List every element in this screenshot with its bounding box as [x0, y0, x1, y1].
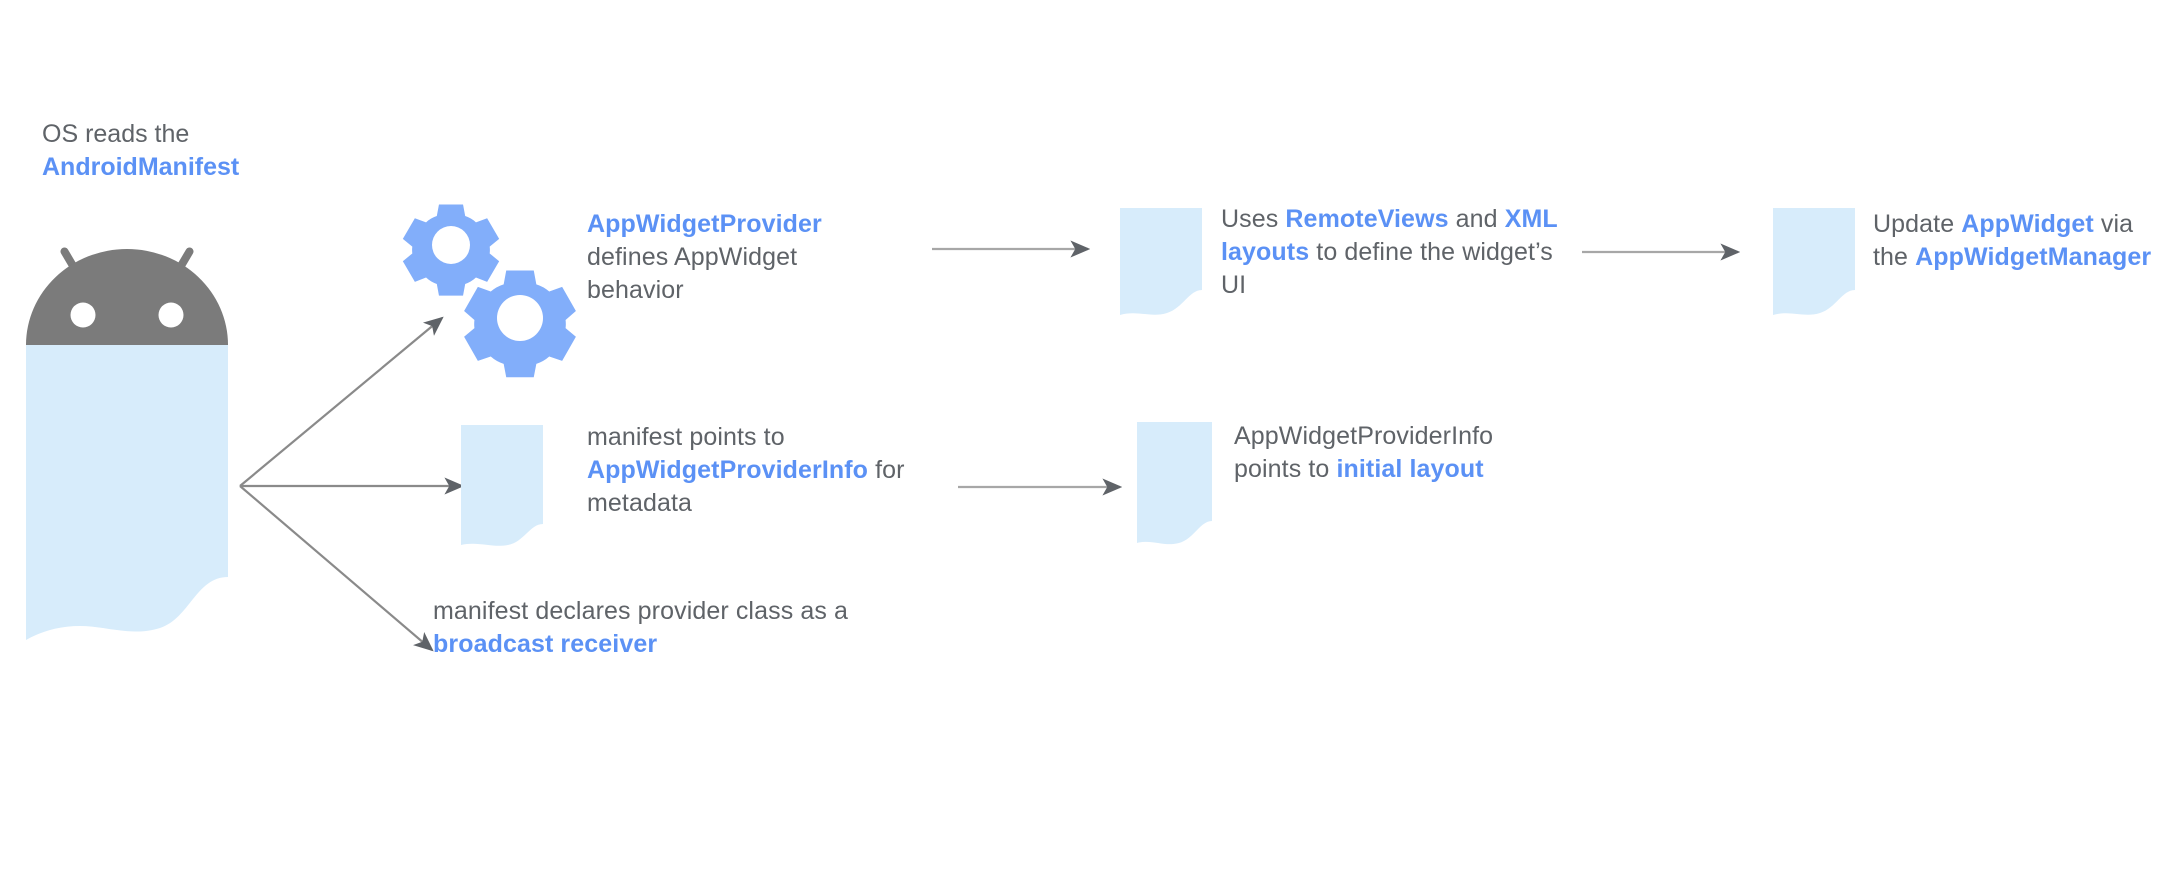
- arrow-manifest-to-provider: [239, 316, 444, 487]
- label-remote-views-post: to define the widget’s UI: [1221, 238, 1553, 299]
- label-initial-layout: AppWidgetProviderInfo points to initial …: [1234, 420, 1564, 486]
- document-icon-app-widget: [1773, 208, 1855, 315]
- caption-line-2: AndroidManifest: [42, 153, 240, 181]
- label-initial-layout-term: initial layout: [1336, 455, 1484, 483]
- label-xml-layouts-term: XML layouts: [1221, 205, 1558, 266]
- document-icon-initial-layout: [1137, 422, 1212, 545]
- document-icon-manifest: [26, 345, 228, 640]
- label-remote-views-pre: Uses: [1221, 205, 1286, 233]
- label-initial-layout-pre: AppWidgetProviderInfo points to: [1234, 422, 1494, 483]
- caption-os-reads-manifest: OS reads the AndroidManifest: [42, 118, 362, 184]
- label-remote-views-mid: and: [1448, 205, 1505, 233]
- label-app-widget-provider-rest: defines AppWidget behavior: [587, 243, 798, 304]
- label-broadcast-receiver: manifest declares provider class as a br…: [433, 595, 903, 661]
- label-update-app-widget: Update AppWidget via the AppWidgetManage…: [1873, 208, 2166, 274]
- android-robot-icon: [26, 247, 228, 345]
- label-broadcast-term: broadcast receiver: [433, 630, 658, 658]
- label-app-widget-manager-term: AppWidgetManager: [1915, 243, 2152, 271]
- label-app-widget-provider-info: manifest points to AppWidgetProviderInfo…: [587, 421, 917, 520]
- label-provider-info-pre: manifest points to: [587, 423, 785, 451]
- label-app-widget-provider-term: AppWidgetProvider: [587, 210, 822, 238]
- document-icon-provider-info: [461, 425, 543, 546]
- label-provider-info-term: AppWidgetProviderInfo: [587, 456, 869, 484]
- label-update-mid: via the: [1873, 210, 2134, 271]
- label-remote-views-term: RemoteViews: [1285, 205, 1449, 233]
- label-update-app-widget-term: AppWidget: [1961, 210, 2094, 238]
- gears-icon: [402, 204, 576, 378]
- label-update-pre: Update: [1873, 210, 1962, 238]
- label-broadcast-pre: manifest declares provider class as a: [433, 597, 848, 625]
- caption-line-1: OS reads the: [42, 120, 190, 148]
- label-app-widget-provider: AppWidgetProvider defines AppWidget beha…: [587, 208, 887, 307]
- label-provider-info-post: for metadata: [587, 456, 905, 517]
- label-remote-views: Uses RemoteViews and XML layouts to defi…: [1221, 203, 1571, 302]
- document-icon-remote-views: [1120, 208, 1202, 315]
- arrow-manifest-to-broadcast: [239, 485, 434, 652]
